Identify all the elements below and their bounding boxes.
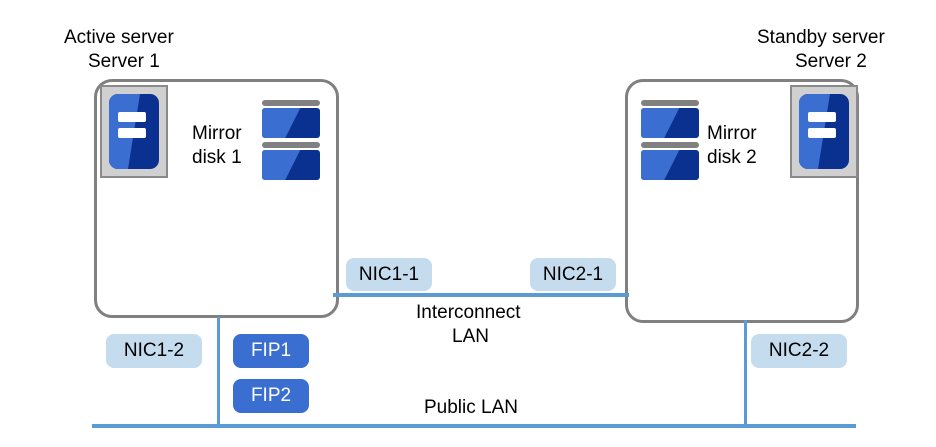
fip-pill-fip1[interactable]: FIP1 (233, 334, 309, 368)
nic-pill-nic1-2[interactable]: NIC1-2 (106, 334, 202, 368)
interconnect-lan-label-line2: LAN (452, 326, 489, 347)
server1-public-lan-drop-line (217, 317, 220, 427)
nic-pill-nic2-1[interactable]: NIC2-1 (530, 258, 616, 291)
nic-pill-nic2-2[interactable]: NIC2-2 (751, 334, 847, 368)
interconnect-lan-line (333, 293, 629, 297)
public-lan-line (92, 424, 856, 428)
server1-disk-label-line1: Mirror (192, 123, 242, 144)
server2-disk-label-line2: disk 2 (707, 147, 757, 168)
nic-pill-nic1-1[interactable]: NIC1-1 (346, 258, 432, 291)
server1-enclosure (94, 79, 339, 318)
server2-enclosure (625, 79, 859, 323)
interconnect-lan-label-line1: Interconnect (416, 302, 521, 323)
server1-name-label: Server 1 (88, 51, 160, 72)
server2-public-lan-drop-line (744, 320, 747, 427)
server2-disk-label-line1: Mirror (707, 123, 757, 144)
server1-disk-label-line2: disk 1 (192, 147, 242, 168)
server1-mirror-disk-icon (262, 100, 320, 180)
server2-name-label: Server 2 (795, 51, 867, 72)
public-lan-label: Public LAN (424, 397, 518, 418)
server2-machine-icon (790, 85, 858, 178)
fip-pill-fip2[interactable]: FIP2 (233, 379, 309, 413)
server1-machine-icon (100, 85, 168, 178)
server2-role-label: Standby server (757, 27, 885, 48)
server1-role-label: Active server (64, 27, 174, 48)
server2-mirror-disk-icon (641, 100, 699, 180)
